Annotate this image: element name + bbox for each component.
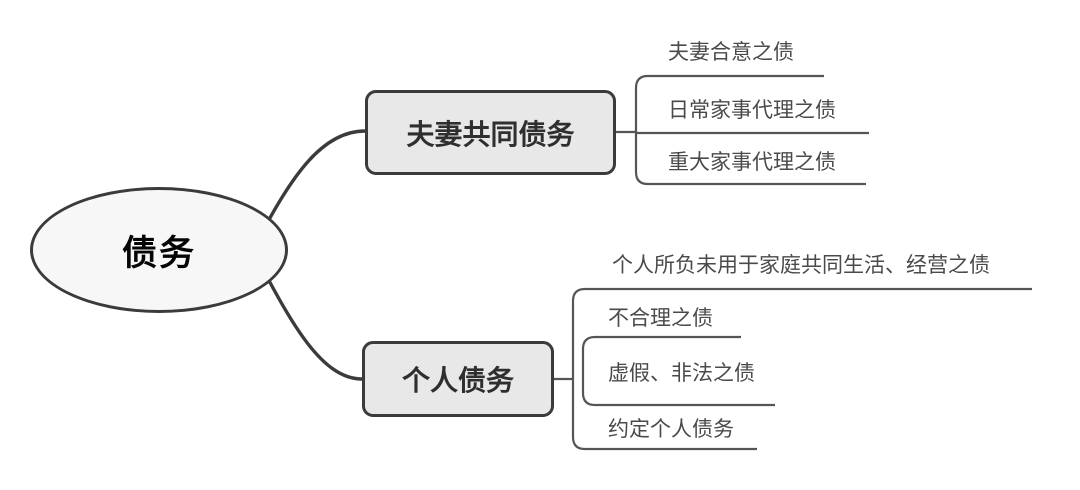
branch-node-personal-debt[interactable]: 个人债务 xyxy=(362,341,554,417)
branch-node-label: 个人债务 xyxy=(401,365,514,396)
branch-node-label: 夫妻共同债务 xyxy=(406,118,575,150)
branch-node-joint-marital-debt[interactable]: 夫妻共同债务 xyxy=(365,90,616,175)
leaf-item[interactable]: 夫妻合意之债 xyxy=(668,41,794,64)
root-node-debt[interactable]: 债务 xyxy=(30,187,288,313)
root-node-label: 债务 xyxy=(121,233,196,273)
leaf-item[interactable]: 个人所负未用于家庭共同生活、经营之债 xyxy=(612,254,990,277)
leaf-item[interactable]: 约定个人债务 xyxy=(608,418,734,441)
leaf-item[interactable]: 重大家事代理之债 xyxy=(668,151,836,174)
leaf-item[interactable]: 不合理之债 xyxy=(608,307,713,330)
leaf-item[interactable]: 日常家事代理之债 xyxy=(668,99,836,122)
edge-root-to-branch-2 xyxy=(257,260,364,381)
leaf-item[interactable]: 虚假、非法之债 xyxy=(608,362,755,385)
